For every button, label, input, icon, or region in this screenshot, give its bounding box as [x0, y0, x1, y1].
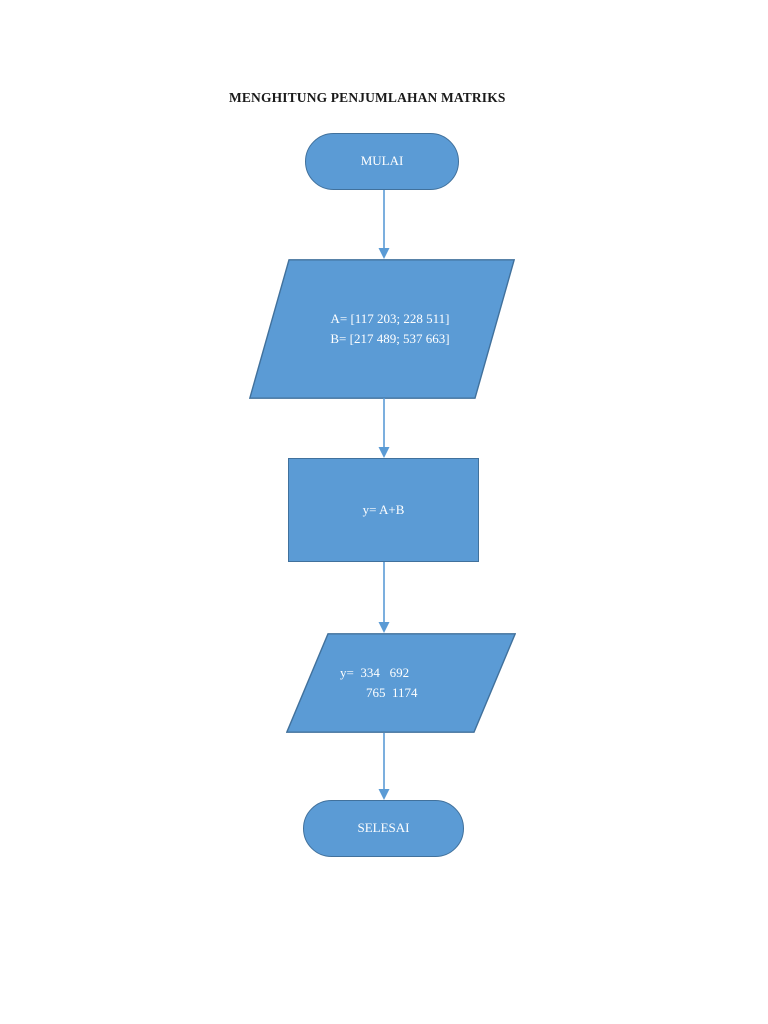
flowchart-node-mulai-label: MULAI [360, 153, 404, 169]
page-title: MENGHITUNG PENJUMLAHAN MATRIKS [229, 90, 506, 105]
flowchart-node-output[interactable]: y= 334 692 765 1174 [286, 633, 516, 733]
arrow-down-icon [378, 562, 390, 633]
parallelogram-shape-icon [249, 259, 515, 399]
flowchart-node-selesai[interactable]: SELESAI [303, 800, 464, 857]
arrow-down-icon [378, 398, 390, 458]
connector-input-to-process [372, 398, 396, 458]
arrow-down-icon [378, 733, 390, 800]
flowchart-node-process[interactable]: y= A+B [288, 458, 479, 562]
arrow-down-icon [378, 190, 390, 259]
connector-output-to-selesai [372, 733, 396, 800]
connector-mulai-to-input [372, 190, 396, 259]
flowchart-node-mulai[interactable]: MULAI [305, 133, 459, 190]
connector-process-to-output [372, 562, 396, 633]
flowchart-node-input[interactable]: A= [117 203; 228 511] B= [217 489; 537 6… [249, 259, 515, 399]
flowchart-node-selesai-label: SELESAI [357, 820, 410, 836]
flowchart-node-process-label: y= A+B [362, 501, 405, 517]
parallelogram-shape-icon [286, 633, 516, 733]
